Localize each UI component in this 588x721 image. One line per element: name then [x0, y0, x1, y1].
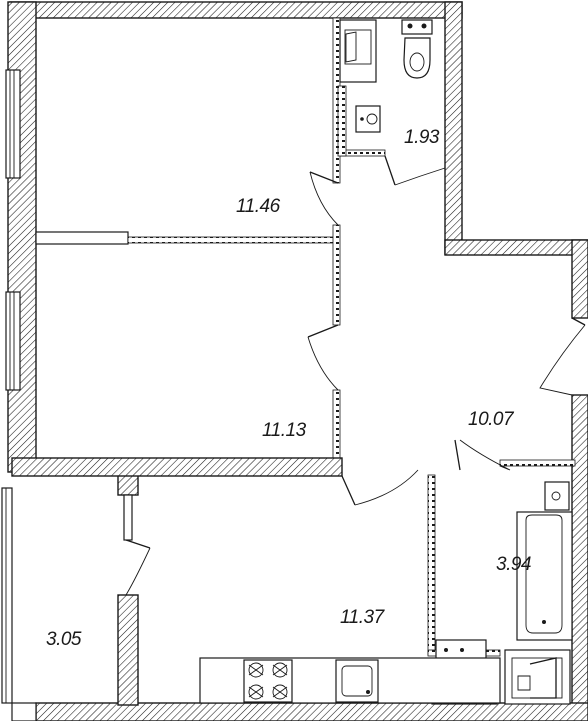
- area-label-bedroom-top: 11.46: [236, 196, 281, 217]
- toilet-fixtures: [337, 19, 433, 157]
- room-labels: 11.46 1.93 11.13 10.07 3.94 11.37 3.05: [46, 127, 531, 650]
- area-label-balcony: 3.05: [46, 629, 82, 650]
- area-label-toilet: 1.93: [404, 127, 440, 148]
- area-label-bathroom: 3.94: [496, 554, 531, 575]
- doors: [123, 155, 586, 596]
- area-label-hallway: 10.07: [468, 409, 515, 430]
- windows-left: [1, 69, 21, 704]
- kitchen-fixtures: [199, 657, 501, 704]
- exterior-walls: [7, 1, 588, 721]
- area-label-bedroom-middle: 11.13: [262, 420, 307, 441]
- interior-walls: [11, 17, 576, 721]
- area-label-kitchen: 11.37: [340, 607, 386, 628]
